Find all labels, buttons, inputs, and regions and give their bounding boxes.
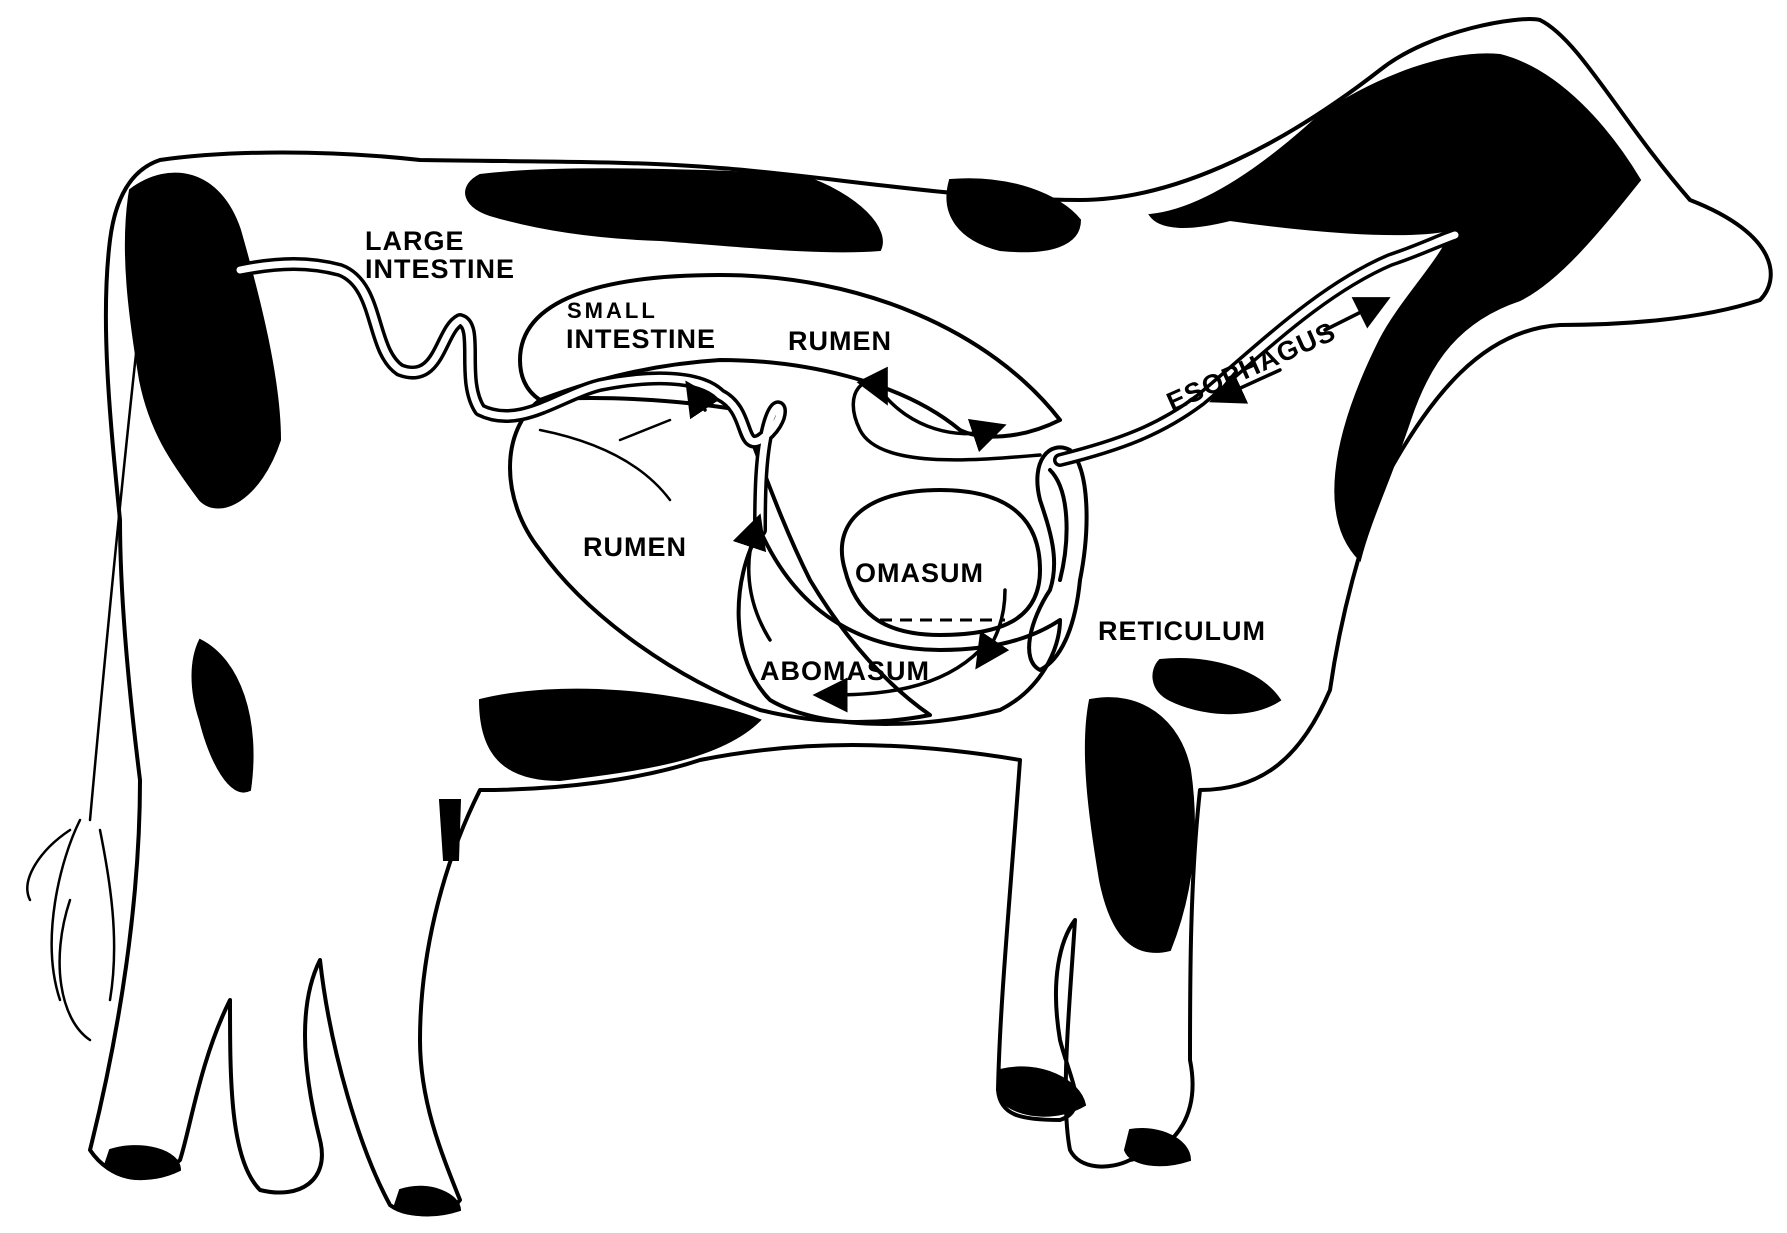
label-abomasum: ABOMASUM	[760, 656, 930, 686]
tail-switch	[27, 820, 114, 1040]
label-large-intestine-1: LARGE	[365, 226, 465, 256]
teat	[440, 800, 460, 860]
label-reticulum: RETICULUM	[1098, 616, 1266, 646]
hoof-front-right	[1125, 1129, 1190, 1165]
label-large-intestine-2: INTESTINE	[365, 254, 515, 284]
label-omasum: OMASUM	[855, 558, 984, 588]
label-rumen-lower: RUMEN	[583, 532, 687, 562]
label-small-intestine-2: INTESTINE	[566, 324, 716, 354]
label-rumen-upper: RUMEN	[788, 326, 892, 356]
label-small-intestine-1: SMALL	[567, 298, 658, 323]
